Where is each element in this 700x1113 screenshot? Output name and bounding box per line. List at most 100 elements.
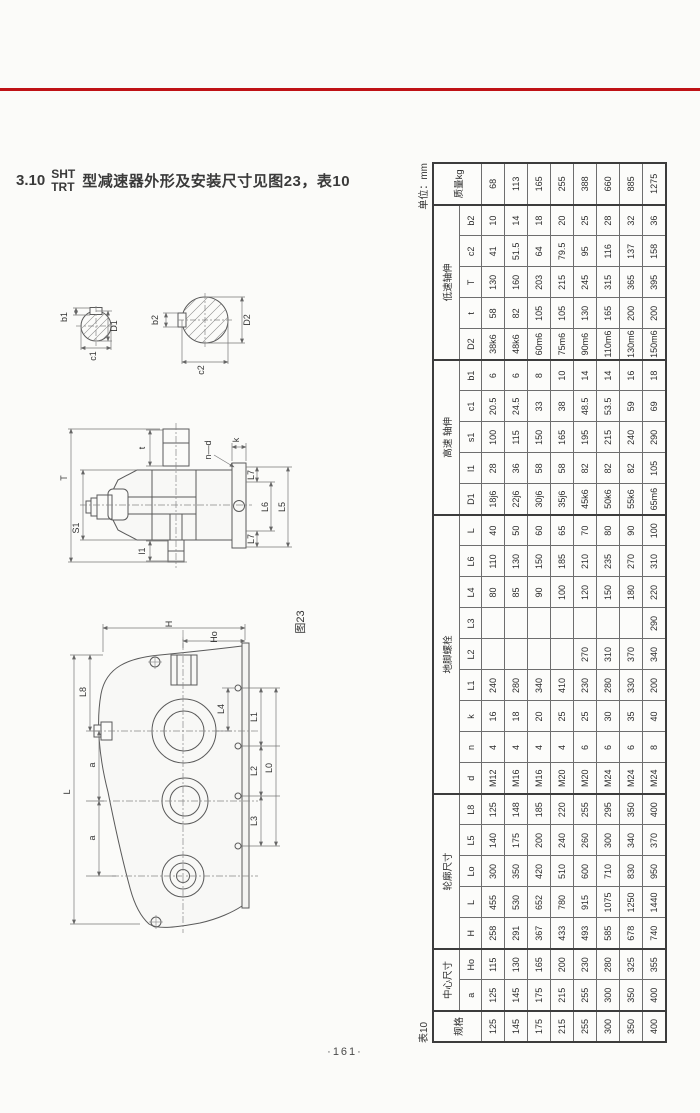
table-cell: 158 [642, 235, 666, 267]
table-cell: 90 [527, 576, 551, 608]
table-cell [481, 607, 505, 639]
table-cell: 65 [550, 514, 574, 546]
table-cell: 28 [596, 204, 620, 236]
dim-label-L7b: L7 [246, 534, 256, 544]
table-cell: 6 [481, 359, 505, 391]
table-cell: 200 [550, 948, 574, 980]
table-cell: 35j6 [550, 483, 574, 515]
table-cell: 130m6 [619, 328, 643, 360]
model-code-sht: SHT [51, 167, 76, 181]
column-header: L3 [459, 607, 482, 639]
column-header: L2 [459, 638, 482, 670]
shaft-section-large: b2 D2 c2 [150, 293, 252, 375]
column-header: b2 [459, 204, 482, 236]
table-cell: 433 [550, 917, 574, 949]
table-cell: M24 [642, 762, 666, 794]
table-cell: 14 [504, 204, 528, 236]
dim-label-b1: b1 [59, 312, 69, 322]
reducer-front-view: H Ho L8 a a L L4 L1 L2 L3 L0 图23 [62, 610, 307, 933]
table-cell: 200 [527, 824, 551, 856]
table-cell: 165 [527, 948, 551, 980]
table-cell: 290 [642, 607, 666, 639]
dim-label-a1: a [87, 762, 97, 767]
table-cell: 330 [619, 669, 643, 701]
table-cell: 18 [642, 359, 666, 391]
table-cell: 110 [481, 545, 505, 577]
table-cell: 10 [481, 204, 505, 236]
table-cell: 258 [481, 917, 505, 949]
table-cell: 130 [504, 545, 528, 577]
table-cell: 291 [504, 917, 528, 949]
dim-label-L0: L0 [264, 763, 274, 773]
table-cell: 40 [481, 514, 505, 546]
column-header: D1 [459, 483, 482, 515]
table-caption-bar: 表10 单位：mm [414, 163, 432, 1043]
dim-label-L: L [62, 789, 72, 794]
table-cell: 45k6 [573, 483, 597, 515]
table-cell: 41 [481, 235, 505, 267]
column-group-header: 规格 [433, 1011, 482, 1042]
table-cell: 25 [573, 700, 597, 732]
table-cell: 6 [619, 731, 643, 763]
table-cell: 350 [504, 855, 528, 887]
column-header: k [459, 700, 482, 732]
table-cell: 113 [504, 162, 528, 205]
table-cell: 400 [642, 1011, 666, 1042]
table-cell: 280 [504, 669, 528, 701]
table-cell: 69 [642, 390, 666, 422]
table-cell: M12 [481, 762, 505, 794]
table-cell: 200 [642, 669, 666, 701]
table-cell: 70 [573, 514, 597, 546]
table-cell: 280 [596, 948, 620, 980]
table-cell: 25 [573, 204, 597, 236]
unit-label: 单位：mm [419, 163, 430, 210]
dim-label-L3: L3 [249, 816, 259, 826]
top-rule [0, 88, 700, 91]
table-cell: 33 [527, 390, 551, 422]
table-cell: 10 [550, 359, 574, 391]
shaft-section-small: b1 D1 c1 [59, 306, 119, 361]
table-cell: 68 [481, 162, 505, 205]
table-cell: 36 [504, 452, 528, 484]
dim-label-L1: L1 [249, 712, 259, 722]
table-cell: 255 [573, 793, 597, 825]
table-cell: 25 [550, 700, 574, 732]
table-cell: 51.5 [504, 235, 528, 267]
table-cell: 300 [481, 855, 505, 887]
table-cell: 55k6 [619, 483, 643, 515]
table-cell: 678 [619, 917, 643, 949]
table-cell: 150 [596, 576, 620, 608]
table-cell: 660 [596, 162, 620, 205]
table-cell: 350 [619, 1011, 643, 1042]
table-cell: 100 [642, 514, 666, 546]
table-cell: 290 [642, 421, 666, 453]
table-cell [504, 638, 528, 670]
table-cell [481, 638, 505, 670]
column-header: d [459, 762, 482, 794]
table-cell: 388 [573, 162, 597, 205]
column-header: s1 [459, 421, 482, 453]
table-cell: 270 [619, 545, 643, 577]
table-cell: 35 [619, 700, 643, 732]
table-cell: 420 [527, 855, 551, 887]
table-cell: 20 [527, 700, 551, 732]
section-title-text: 型减速器外形及安装尺寸见图23，表10 [82, 173, 351, 191]
table-cell: 220 [642, 576, 666, 608]
table-cell: 48k6 [504, 328, 528, 360]
table-cell: 315 [596, 266, 620, 298]
table-cell: 14 [596, 359, 620, 391]
table-cell: 59 [619, 390, 643, 422]
table-cell: 1275 [642, 162, 666, 205]
column-header: n [459, 731, 482, 763]
table-cell: 710 [596, 855, 620, 887]
table-cell: 120 [573, 576, 597, 608]
table-cell: 58 [481, 297, 505, 329]
column-group-header: 高速 轴伸 [433, 359, 460, 515]
table-cell: 105 [550, 297, 574, 329]
